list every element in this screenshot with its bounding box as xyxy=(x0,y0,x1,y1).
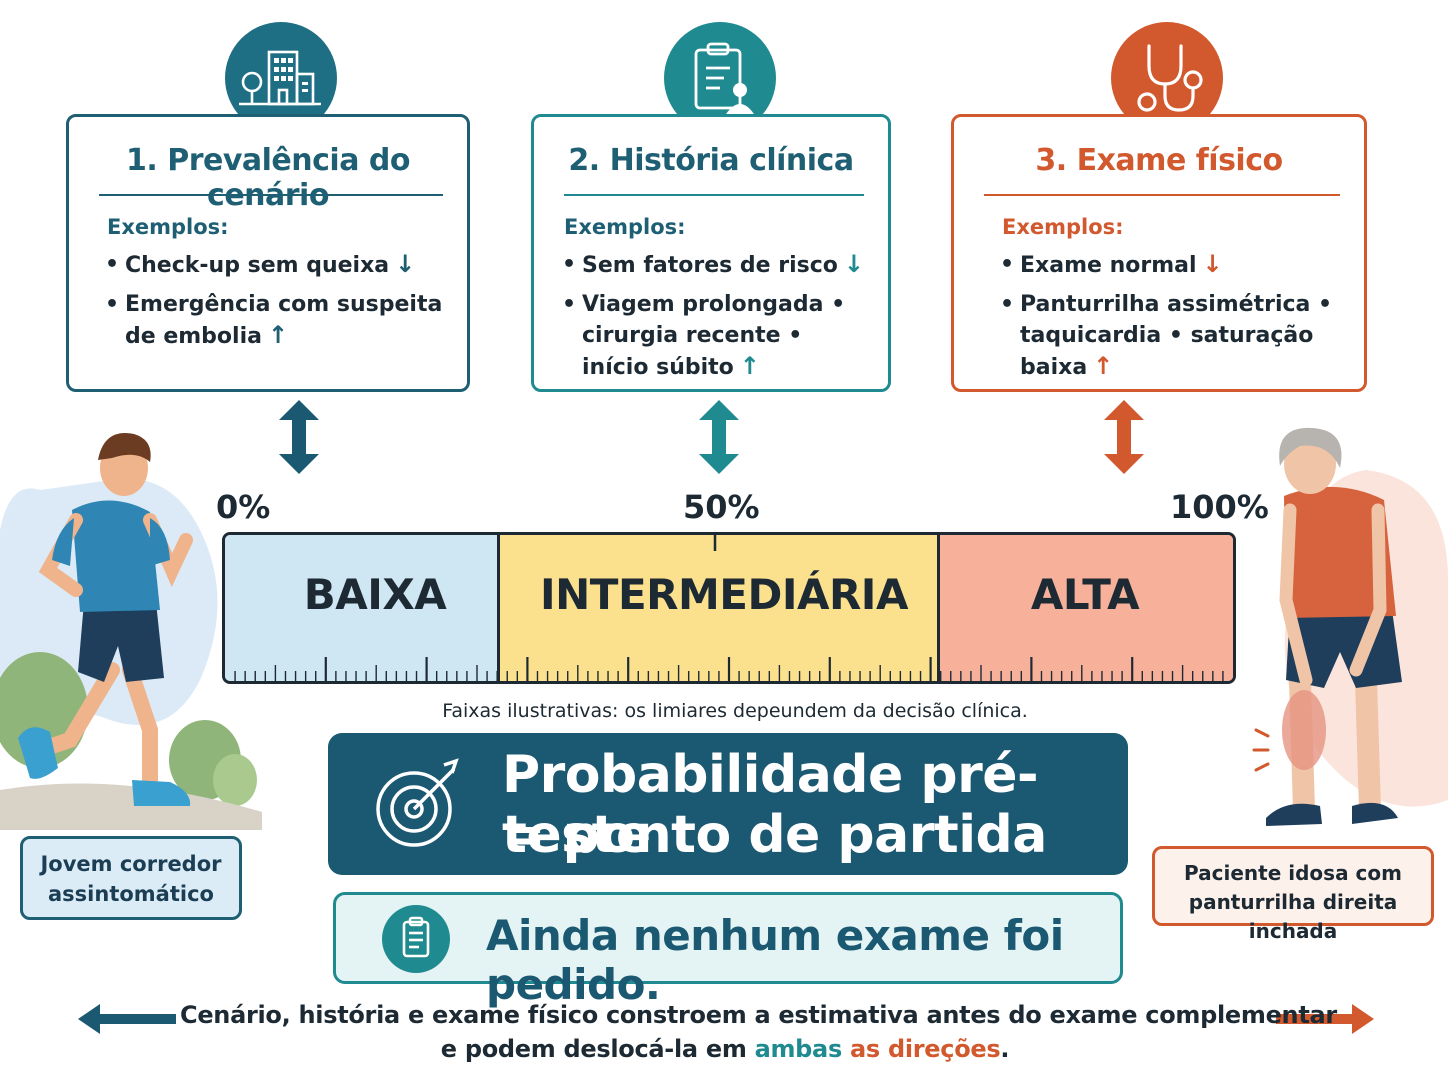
right-caption: Paciente idosa com panturrilha direita i… xyxy=(1152,846,1434,943)
zone-label-low: BAIXA xyxy=(303,570,447,619)
double-arrow-icon xyxy=(279,400,319,474)
scale-note: Faixas ilustrativas: os limiares depeund… xyxy=(442,700,1028,722)
footer-line-1: Cenário, história e exame físico constro… xyxy=(180,1001,1337,1029)
scale-ticks xyxy=(234,535,1224,681)
target-icon xyxy=(376,758,459,847)
no-exam-banner: Ainda nenhum exame foi pedido. xyxy=(333,892,1123,1009)
zone-label-intermediate: INTERMEDIÁRIA xyxy=(540,570,908,619)
scale-label-0: 0% xyxy=(216,488,271,526)
card-physical-exam: 3. Exame físico Exemplos: Exame normal↓ … xyxy=(951,114,1367,392)
list-item: Exame normal↓ xyxy=(1000,249,1342,281)
scale-label-50: 50% xyxy=(683,488,760,526)
footer-line-2: e podem deslocá-la em ambas as direções. xyxy=(440,1035,1010,1063)
word-direcoes: as direções xyxy=(850,1035,1001,1063)
card-subtitle: Exemplos: xyxy=(564,215,686,239)
card-history: 2. História clínica Exemplos: Sem fatore… xyxy=(531,114,891,392)
double-arrow-icon xyxy=(699,400,739,474)
probability-scale xyxy=(222,532,1236,684)
banner-line-2: = ponto de partida xyxy=(502,805,1047,865)
scale-label-100: 100% xyxy=(1170,488,1269,526)
list-item: Check-up sem queixa↓ xyxy=(105,249,455,281)
card-divider xyxy=(564,194,864,196)
zone-intermediate xyxy=(497,535,937,681)
list-item: Viagem prolongada • cirurgia recente • i… xyxy=(562,289,876,383)
card-divider xyxy=(984,194,1340,196)
banner-line-1: Probabilidade pré-teste xyxy=(502,745,1039,865)
example-list: Exame normal↓ Panturrilha assimétrica • … xyxy=(1000,249,1342,391)
arrow-down-icon: ↓ xyxy=(395,250,416,278)
word-ambas: ambas xyxy=(754,1035,843,1063)
arrow-down-icon: ↓ xyxy=(1202,250,1223,278)
card-subtitle: Exemplos: xyxy=(1002,215,1124,239)
example-list: Sem fatores de risco↓ Viagem prolongada … xyxy=(562,249,876,391)
zone-high xyxy=(937,535,1233,681)
card-title: 3. Exame físico xyxy=(1035,143,1283,178)
card-divider xyxy=(99,194,443,196)
example-list: Check-up sem queixa↓ Emergência com susp… xyxy=(105,249,455,360)
list-item: Panturrilha assimétrica • taquicardia • … xyxy=(1000,289,1342,383)
double-arrow-icon xyxy=(1104,400,1144,474)
zone-low xyxy=(225,535,497,681)
arrow-up-icon: ↑ xyxy=(739,352,760,380)
card-prevalence: 1. Prevalência do cenário Exemplos: Chec… xyxy=(66,114,470,392)
elderly-patient-illustration xyxy=(1252,427,1448,826)
card-subtitle: Exemplos: xyxy=(107,215,229,239)
arrow-down-icon: ↓ xyxy=(843,250,864,278)
zone-label-high: ALTA xyxy=(1030,570,1140,619)
list-item: Sem fatores de risco↓ xyxy=(562,249,876,281)
card-title: 2. História clínica xyxy=(568,143,854,178)
pretest-banner: Probabilidade pré-teste = ponto de parti… xyxy=(328,733,1128,875)
clipboard-icon xyxy=(382,905,450,973)
arrow-right-icon xyxy=(1276,1004,1374,1034)
list-item: Emergência com suspeita de embolia↑ xyxy=(105,289,455,352)
arrow-up-icon: ↑ xyxy=(267,321,289,349)
no-exam-text: Ainda nenhum exame foi pedido. xyxy=(486,911,1064,1009)
arrow-up-icon: ↑ xyxy=(1093,352,1114,380)
arrow-left-icon xyxy=(78,1004,176,1034)
card-title: 1. Prevalência do cenário xyxy=(126,143,410,213)
young-runner-illustration xyxy=(0,433,262,830)
left-caption: Jovem corredor assintomático xyxy=(20,836,242,920)
